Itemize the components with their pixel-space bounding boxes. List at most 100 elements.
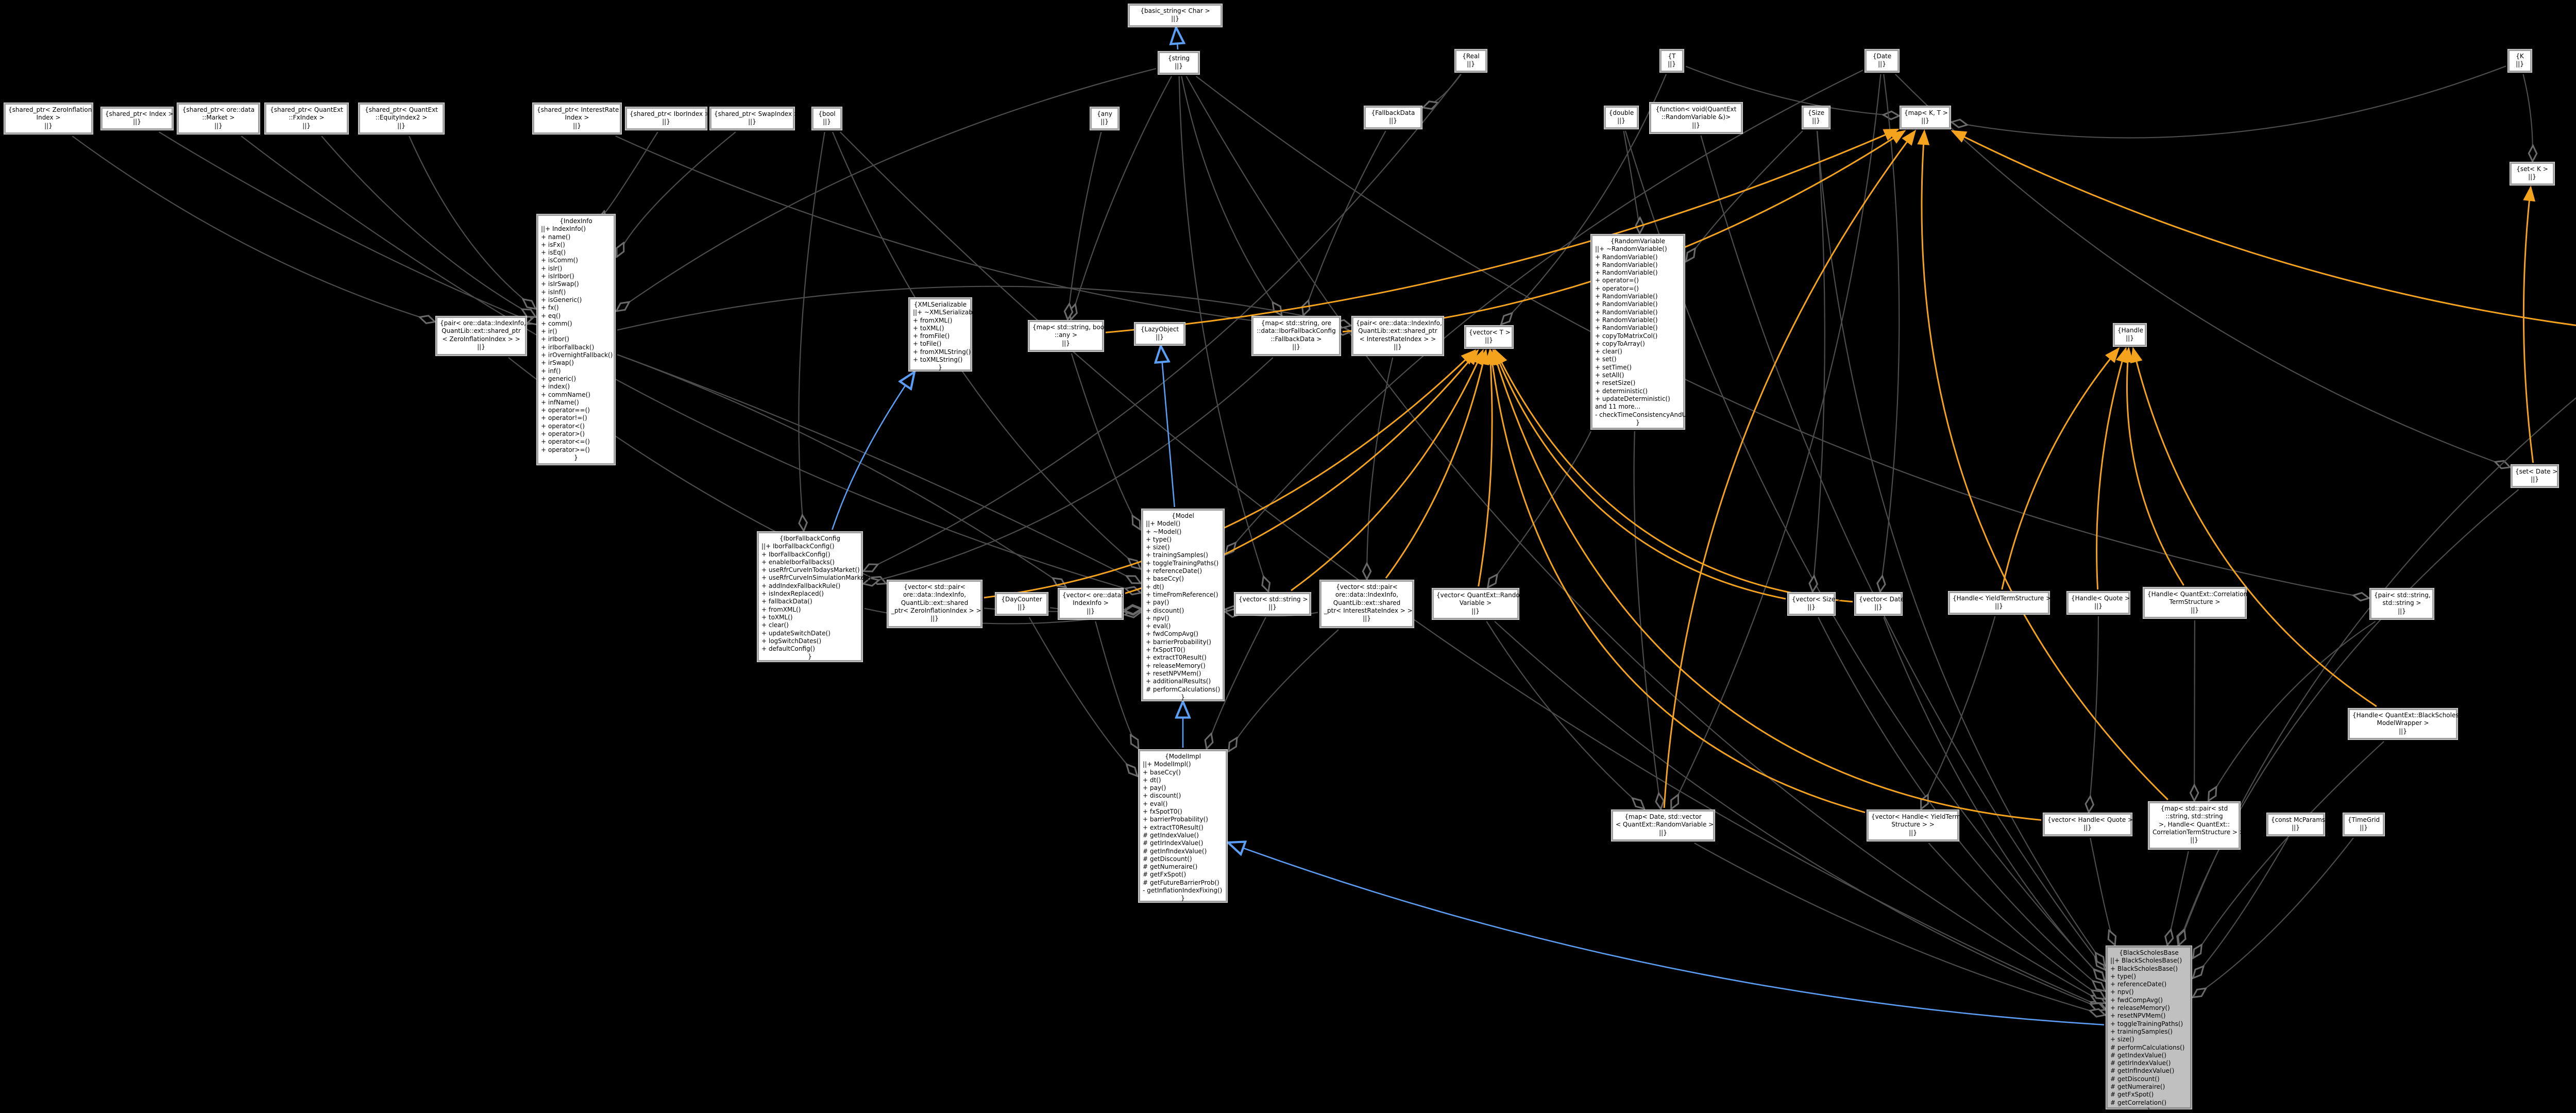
node-map-string-fallbackdata[interactable]: {map< std::string, ore::data::IborFallba… [1252, 316, 1341, 356]
node-member: ||} [823, 118, 831, 126]
node-member: + timeFromReference() [1146, 591, 1218, 598]
node-member: + inf() [541, 367, 561, 375]
node-double[interactable]: {double||} [1604, 106, 1638, 129]
node-any[interactable]: {any||} [1090, 107, 1119, 130]
node-basic-string[interactable]: {basic_string< Char >||} [1128, 4, 1222, 27]
node-pair-string-string[interactable]: {pair< std::string,std::string >||} [2370, 588, 2434, 619]
node-xmlserializable[interactable]: {XMLSerializable||+ ~XMLSerializable()+ … [909, 298, 983, 371]
node-randomvariable[interactable]: {RandomVariable||+ ~RandomVariable()+ Ra… [1591, 234, 1709, 429]
node-title: {RandomVariable [1611, 238, 1665, 245]
node-member: CorrelationTermStructure > > [2153, 828, 2245, 836]
node-member: # performCalculations() [2110, 1043, 2185, 1051]
orange-edge-handle-blackscholesmodelwrapper-to-handle [2130, 347, 2377, 707]
node-lazyobject[interactable]: {LazyObject||} [1134, 323, 1185, 345]
node-member: + name() [541, 233, 571, 241]
node-member: ||} [1692, 121, 1700, 129]
node-daycounter[interactable]: {DayCounter||} [995, 593, 1048, 615]
gray-edge-size-to-vector-size [1812, 130, 1825, 591]
node-date[interactable]: {Date||} [1865, 49, 1899, 72]
gray-edge-indexinfo-to-model [617, 354, 1140, 583]
node-title: {Handle< QuantExt::Correlation [2147, 591, 2248, 598]
node-string[interactable]: {string||} [1158, 52, 1199, 74]
node-member: # getIndexValue() [2110, 1051, 2166, 1059]
gray-edge-map-pair-correlationtermstructure-to-blackscholesbase [2167, 851, 2189, 944]
node-member: QuantLib::ext::shared [1333, 599, 1401, 606]
node-member: # getFxSpot() [2110, 1091, 2154, 1099]
node-sp-swapindex[interactable]: {shared_ptr< SwapIndex >||} [710, 107, 799, 130]
node-set-date[interactable]: {set< Date >||} [2511, 465, 2558, 487]
node-vector-indexinfo[interactable]: {vector< ore::data::IndexInfo >||} [1058, 588, 1125, 619]
node-k[interactable]: {K||} [2508, 49, 2532, 72]
node-member: + operator==() [541, 407, 590, 414]
gray-edge-sp-index-to-indexinfo [158, 131, 535, 323]
node-map-pair-correlationtermstructure[interactable]: {map< std::pair< std::string, std::strin… [2148, 802, 2245, 849]
node-vector-t[interactable]: {vector< T >||} [1465, 326, 1513, 348]
node-map-k-t[interactable]: {map< K, T >||} [1900, 106, 1951, 129]
node-title: {vector< Handle< YieldTerm [1871, 813, 1961, 820]
orange-edge-vector-string-to-vector-t [1291, 349, 1484, 592]
node-vector-pair-interestrate[interactable]: {vector< std::pair<ore::data::IndexInfo,… [1320, 580, 1420, 628]
node-member: ||} [1062, 339, 1070, 347]
gray-edge-string-to-blackscholesbase [1185, 76, 2104, 1003]
node-member: # getDiscount() [2110, 1075, 2160, 1083]
node-member: + dt() [1143, 776, 1161, 784]
node-member: ::RandomVariable &)> [1661, 113, 1731, 121]
node-vector-handle-quote[interactable]: {vector< Handle< Quote > >||} [2043, 813, 2140, 836]
node-member: + fromFile() [913, 332, 950, 340]
node-iborfallbackconfig[interactable]: {IborFallbackConfig||+ IborFallbackConfi… [757, 532, 872, 662]
node-model[interactable]: {Model||+ Model()+ ~Model()+ type()+ siz… [1142, 509, 1224, 701]
node-indexinfo[interactable]: {IndexInfo||+ IndexInfo()+ name()+ isFx(… [537, 214, 615, 465]
node-bool[interactable]: {bool||} [812, 107, 842, 130]
node-title: {shared_ptr< SwapIndex > [714, 110, 799, 117]
node-blackscholesbase[interactable]: {BlackScholesBase||+ BlackScholesBase()+… [2106, 946, 2192, 1113]
node-member: + isIr() [541, 264, 563, 272]
node-map-date-vector-randomvariable[interactable]: {map< Date, std::vector< QuantExt::Rando… [1612, 810, 1721, 841]
node-modelimpl[interactable]: {ModelImpl||+ ModelImpl()+ baseCcy()+ dt… [1139, 750, 1227, 902]
node-t[interactable]: {T||} [1660, 49, 1684, 72]
node-sp-index[interactable]: {shared_ptr< Index >||} [101, 107, 174, 130]
node-member: + pay() [1143, 784, 1166, 792]
node-pair-indexinfo-zeroinflation[interactable]: {pair< ore::data::IndexInfo,QuantLib::ex… [436, 316, 527, 356]
node-vector-pair-zeroinflation[interactable]: {vector< std::pair<ore::data::IndexInfo,… [887, 580, 988, 628]
node-sp-iborindex[interactable]: {shared_ptr< IborIndex >||} [625, 107, 710, 130]
node-fallbackdata[interactable]: {FallbackData||} [1364, 106, 1422, 129]
node-member: + isComm() [541, 257, 578, 264]
node-pair-indexinfo-interestrate[interactable]: {pair< ore::data::IndexInfo,QuantLib::ex… [1352, 316, 1444, 356]
node-handle-quote[interactable]: {Handle< Quote >||} [2067, 592, 2130, 614]
node-sp-equityindex2[interactable]: {shared_ptr< QuantExt::EquityIndex2 >||} [359, 103, 444, 134]
blue-edge-iborfallbackconfig-to-xmlserializable [832, 373, 913, 530]
node-size[interactable]: {Size||} [1802, 106, 1830, 129]
node-set-k[interactable]: {set< K >||} [2510, 162, 2554, 185]
node-handle-yieldtermstructure[interactable]: {Handle< YieldTermStructure >||} [1948, 592, 2051, 614]
node-const-mcparams[interactable]: {const McParams||} [2267, 813, 2325, 836]
node-sp-market[interactable]: {shared_ptr< ore::data::Market >||} [177, 103, 260, 134]
node-real[interactable]: {Real||} [1455, 49, 1487, 72]
gray-edge-date-to-vector-date [1880, 74, 1900, 591]
node-function-randomvariable[interactable]: {function< void(QuantExt::RandomVariable… [1650, 103, 1742, 133]
node-member: Variable > [1459, 599, 1492, 607]
orange-edge-vector-handle-yieldtermstructure-to-vector-t [1486, 349, 1866, 814]
node-timegrid[interactable]: {TimeGrid||} [2343, 813, 2384, 836]
node-member: + isIndexReplaced() [761, 590, 824, 598]
node-sp-fxindex[interactable]: {shared_ptr< QuantExt::FxIndex >||} [265, 103, 348, 134]
node-member: + operator=() [1595, 277, 1639, 284]
node-member: ||} [1807, 603, 1816, 611]
node-member: - getInflationIndexFixing() [1143, 887, 1223, 895]
node-member: ||} [2398, 607, 2406, 615]
node-vector-string[interactable]: {vector< std::string >||} [1234, 593, 1311, 615]
node-title: {LazyObject [1140, 326, 1179, 333]
node-map-string-any[interactable]: {map< std::string, boost::any >||} [1028, 321, 1110, 351]
node-handle[interactable]: {Handle||} [2113, 324, 2146, 346]
node-member: ||} [1878, 60, 1886, 68]
node-title: {function< void(QuantExt [1655, 106, 1737, 113]
gray-edge-t-to-map-k-t [1685, 65, 1898, 116]
node-vector-size[interactable]: {vector< Size >||} [1788, 593, 1842, 615]
node-vector-date[interactable]: {vector< Date >||} [1855, 593, 1911, 615]
